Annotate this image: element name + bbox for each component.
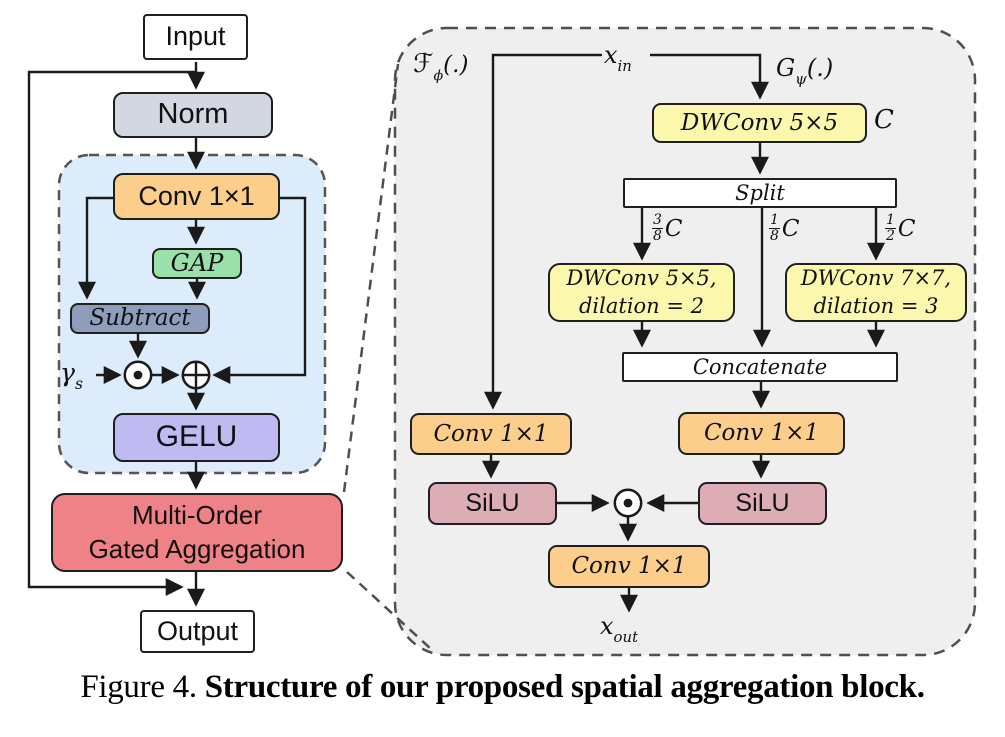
elementwise-add-icon <box>181 360 211 390</box>
concatenate-node: Concatenate <box>622 352 898 382</box>
elementwise-multiply-icon <box>123 360 153 390</box>
gamma-s-label: γs <box>60 358 83 393</box>
arrow-conv-to-subtract <box>78 196 113 300</box>
norm-node: Norm <box>113 92 273 138</box>
subtract-node: Subtract <box>70 303 210 334</box>
output-node: Output <box>140 610 255 653</box>
x-in-sub: in <box>617 56 632 75</box>
frac-den: 8 <box>652 228 663 245</box>
arrow-xin-to-conv-left <box>484 53 602 410</box>
dwconv7x7-dilated-node: DWConv 7×7, dilation = 3 <box>785 263 967 322</box>
f-sub-phi: ϕ <box>433 67 444 84</box>
frac-unit: C <box>781 215 800 242</box>
x-in-label: xin <box>604 41 632 75</box>
zoom-connector-bottom <box>346 571 432 650</box>
script-g: G <box>776 54 796 82</box>
conv1x1-right-node: Conv 1×1 <box>678 412 845 455</box>
silu-right-node: SiLU <box>698 482 827 525</box>
dilconv1-line2: dilation = 2 <box>578 293 705 318</box>
frac-num: 3 <box>653 212 662 228</box>
zoom-connector-top <box>342 63 400 493</box>
figure-caption: Figure 4. Structure of our proposed spat… <box>0 669 1005 706</box>
frac-den: 2 <box>885 228 896 245</box>
frac-unit: C <box>664 215 683 242</box>
x-in-base: x <box>604 41 618 69</box>
skip-connection <box>27 70 196 596</box>
f-args: (.) <box>443 52 469 78</box>
frac-unit: C <box>897 215 916 242</box>
elementwise-multiply2-icon <box>613 488 643 518</box>
input-node: Input <box>143 14 248 60</box>
dwconv5x5-dilated-node: DWConv 5×5, dilation = 2 <box>548 263 735 322</box>
arrow-conv-to-add <box>212 196 307 384</box>
moga-line2: Gated Aggregation <box>88 533 306 564</box>
frac-den: 8 <box>769 228 780 245</box>
x-out-label: xout <box>600 612 639 646</box>
conv1x1-node: Conv 1×1 <box>113 173 280 220</box>
silu-left-node: SiLU <box>428 482 557 525</box>
channels-label: C <box>874 105 894 135</box>
split-node: Split <box>623 178 897 208</box>
gelu-node: GELU <box>113 413 280 462</box>
moga-node: Multi-Order Gated Aggregation <box>51 493 343 572</box>
moga-line1: Multi-Order <box>131 499 262 530</box>
g-args: (.) <box>806 54 834 82</box>
f-phi-label: ℱϕ(.) <box>413 49 469 84</box>
frac-num: 1 <box>886 212 895 228</box>
conv1x1-bottom-node: Conv 1×1 <box>548 545 710 588</box>
caption-prefix: Figure 4. <box>80 669 205 705</box>
dilconv2-line2: dilation = 3 <box>813 293 939 318</box>
frac-num: 1 <box>770 212 779 228</box>
g-psi-label: Gψ(.) <box>776 54 834 88</box>
x-out-sub: out <box>613 627 639 646</box>
script-f: ℱ <box>413 49 434 79</box>
gamma-sub: s <box>74 375 83 393</box>
x-out-base: x <box>600 612 614 640</box>
conv1x1-left-node: Conv 1×1 <box>410 413 572 455</box>
gap-node: GAP <box>152 248 242 279</box>
caption-text: Structure of our proposed spatial aggreg… <box>204 669 925 705</box>
dwconv5x5-node: DWConv 5×5 <box>652 103 867 143</box>
arrow-xin-to-dwconv <box>650 53 769 100</box>
dilconv1-line1: DWConv 5×5, <box>566 266 717 291</box>
g-sub-psi: ψ <box>795 69 807 88</box>
dilconv2-line1: DWConv 7×7, <box>800 266 952 291</box>
gamma-base: γ <box>60 358 75 387</box>
